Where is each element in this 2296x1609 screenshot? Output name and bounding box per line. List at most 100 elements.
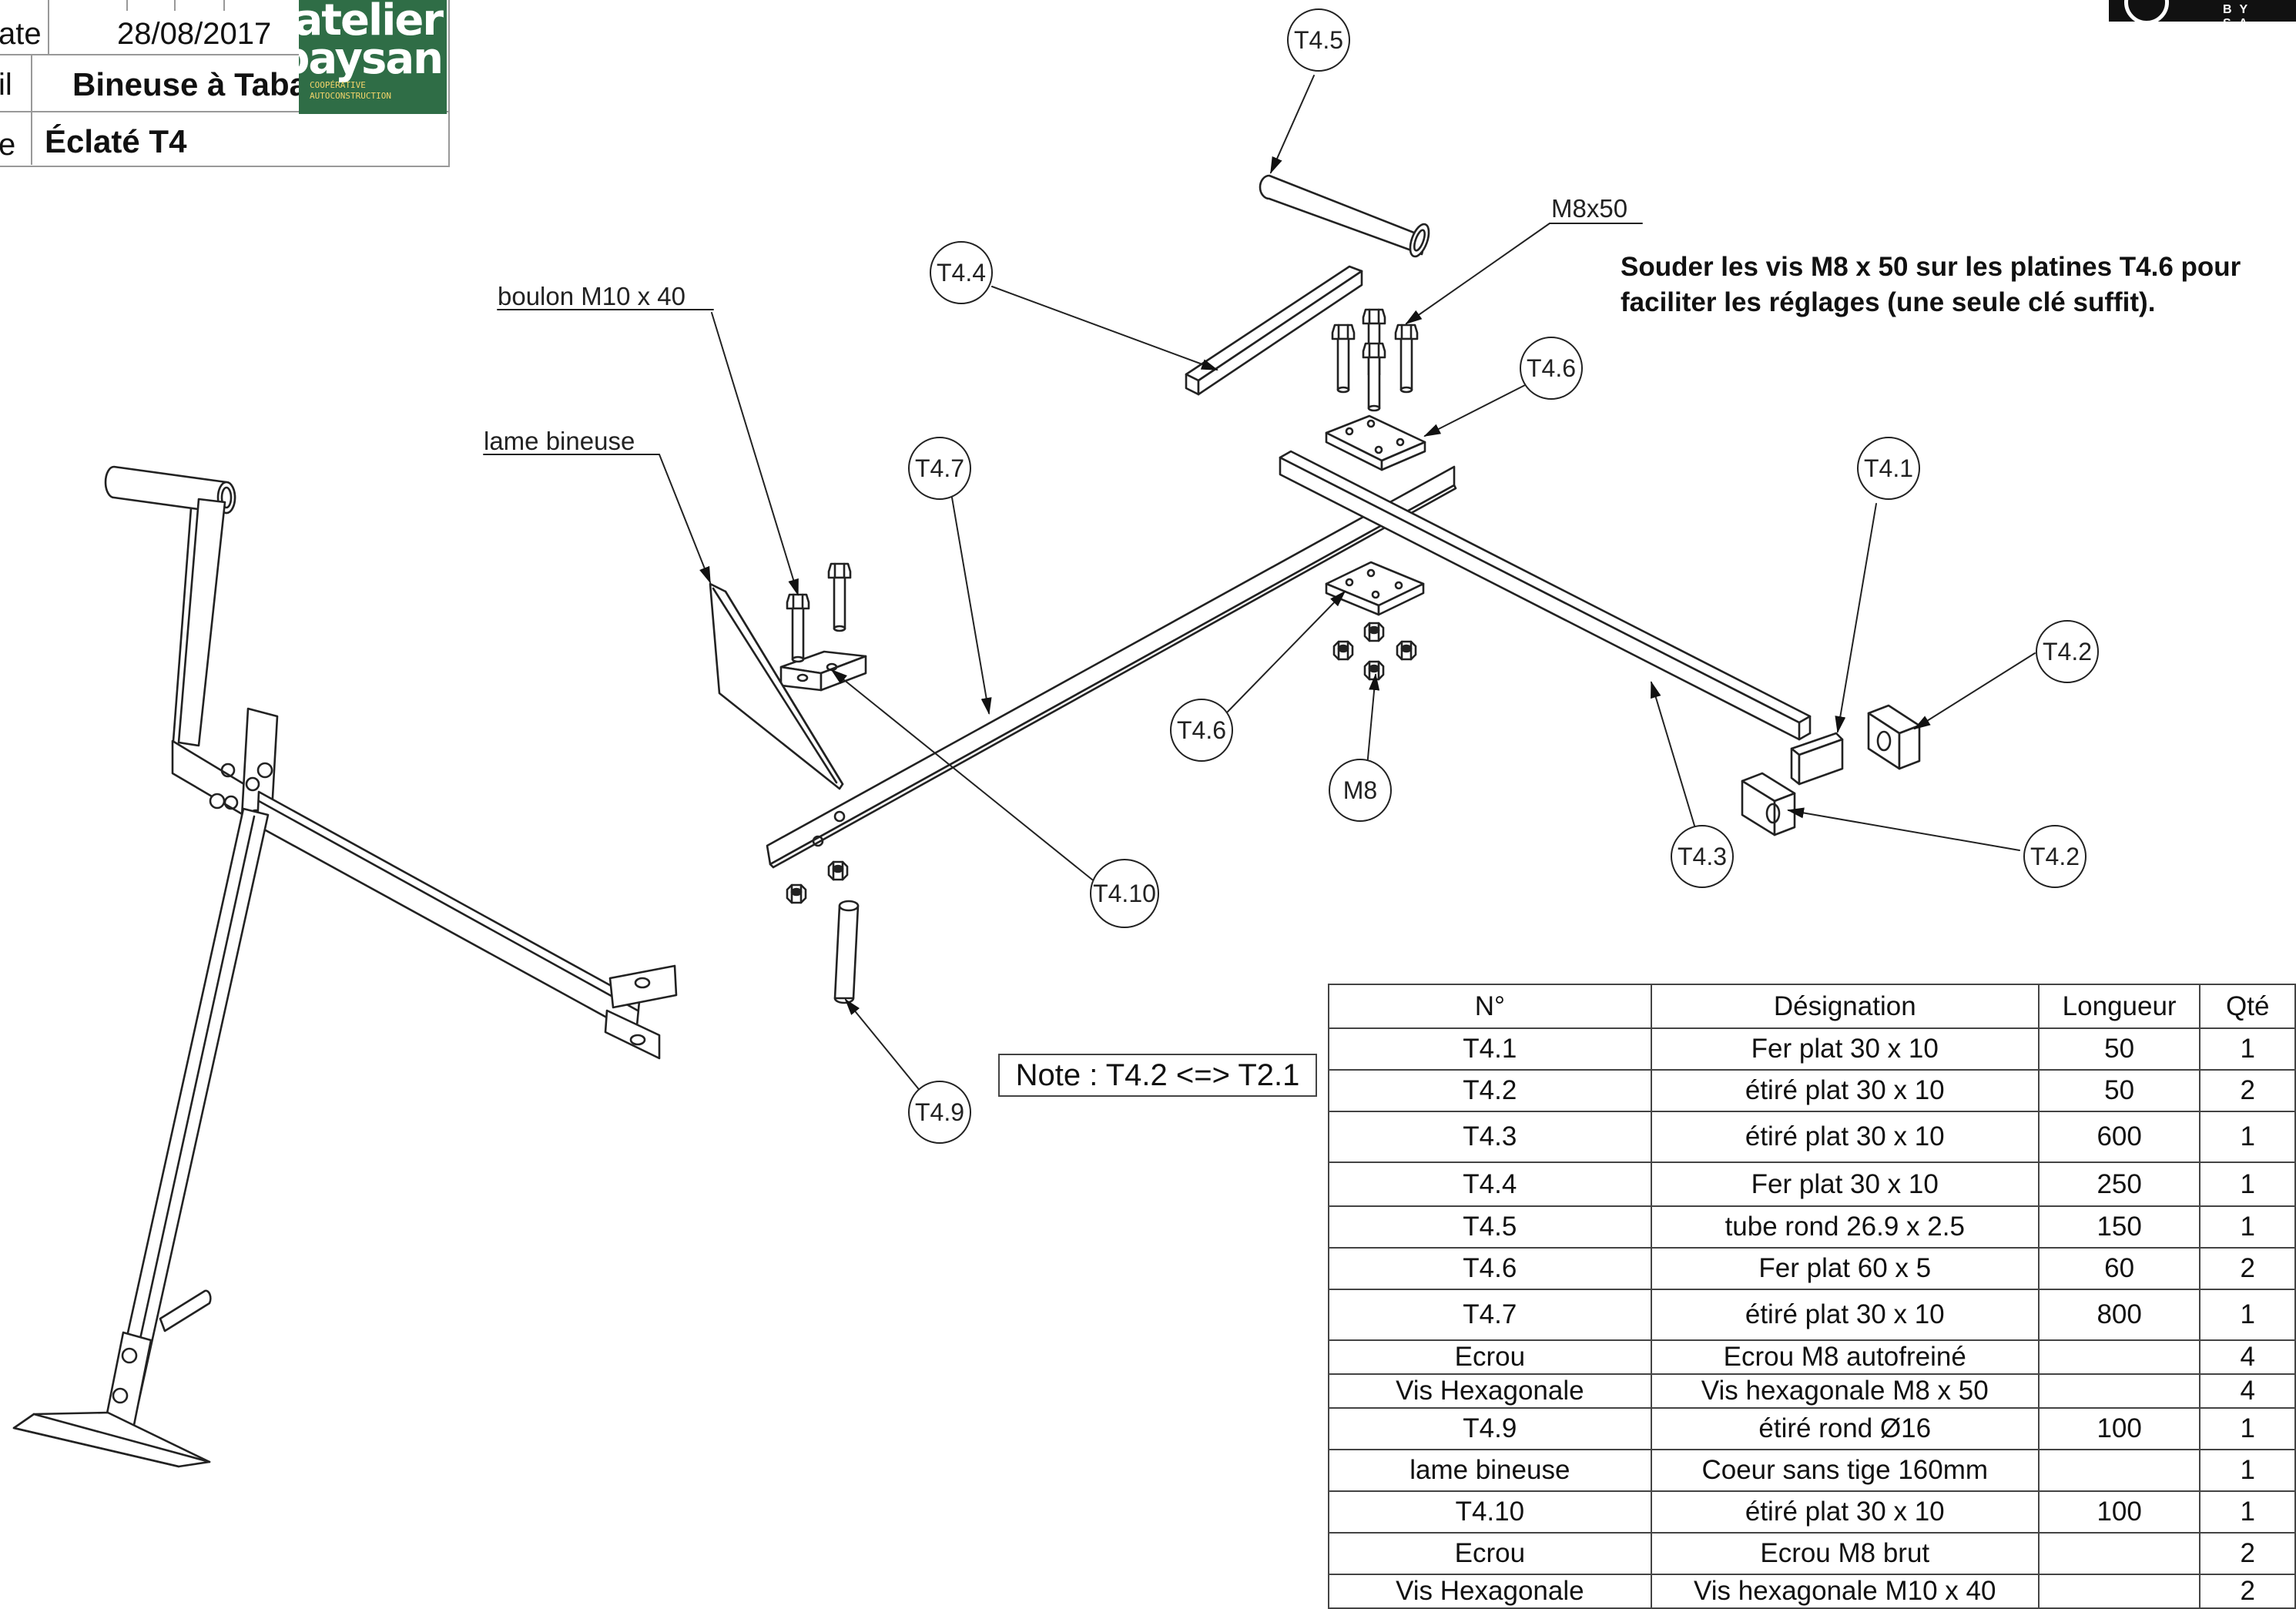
title-block-divider: [31, 55, 32, 165]
table-cell-longueur: 600: [2037, 1111, 2201, 1163]
balloon-t4-1: [1857, 437, 1920, 500]
table-cell-designation: Vis hexagonale M10 x 40: [1650, 1574, 2040, 1609]
table-cell-longueur: 800: [2037, 1289, 2201, 1341]
table-cell-designation: étiré plat 30 x 10: [1650, 1490, 2040, 1534]
part-t4-5-tube: [1259, 174, 1430, 258]
part-t4-6-plate-bottom: [1325, 561, 1425, 616]
table-cell-longueur: 250: [2037, 1161, 2201, 1207]
title-block-divider: [48, 0, 49, 54]
m8-nuts: [1332, 622, 1417, 681]
table-cell-designation: Fer plat 30 x 10: [1650, 1161, 2040, 1207]
tool-label: il: [0, 68, 12, 102]
assembled-hoe: [12, 465, 678, 1468]
balloon-t4-6-top: [1520, 337, 1583, 400]
table-cell-n: T4.5: [1328, 1205, 1652, 1249]
table-cell-designation: Coeur sans tige 160mm: [1650, 1449, 2040, 1492]
table-cell-longueur: [2037, 1449, 2201, 1492]
label-m8x50: M8x50: [1551, 194, 1627, 223]
header-designation: Désignation: [1650, 984, 2040, 1029]
table-cell-designation: Vis hexagonale M8 x 50: [1650, 1373, 2040, 1409]
date-label: ate: [0, 17, 42, 51]
table-cell-designation: étiré plat 30 x 10: [1650, 1111, 2040, 1163]
table-cell-longueur: [2037, 1574, 2201, 1609]
table-cell-n: T4.2: [1328, 1069, 1652, 1112]
balloon-t4-5: [1287, 8, 1350, 72]
balloon-label-t4-6-bottom: T4.6: [1177, 716, 1226, 744]
weld-note-line-2: faciliter les réglages (une seule clé su…: [1621, 287, 2156, 317]
table-cell-qte: 1: [2199, 1205, 2296, 1249]
title-block-view-row: e Éclaté T4: [0, 112, 448, 165]
title-block: ate 28/08/2017 il Bineuse à Tabac e Écla…: [0, 0, 450, 167]
balloon-label-t4-9: T4.9: [915, 1098, 964, 1126]
part-t4-9-rod: [833, 900, 860, 1004]
table-cell-qte: 4: [2199, 1373, 2296, 1409]
table-cell-longueur: 50: [2037, 1069, 2201, 1112]
table-cell-qte: 1: [2199, 1449, 2296, 1492]
part-t4-7-bar: [766, 465, 1457, 869]
tool-value: Bineuse à Tabac: [72, 66, 326, 102]
table-cell-longueur: 50: [2037, 1027, 2201, 1071]
balloon-label-t4-7: T4.7: [915, 454, 964, 482]
table-cell-n: Vis Hexagonale: [1328, 1373, 1652, 1409]
title-block-tool-row: il Bineuse à Tabac: [0, 55, 448, 165]
logo-tagline-2: AUTOCONSTRUCTION: [310, 91, 391, 101]
table-cell-qte: 2: [2199, 1069, 2296, 1112]
table-cell-n: T4.9: [1328, 1407, 1652, 1450]
m10-bolts: [786, 562, 852, 663]
table-cell-designation: Ecrou M8 autofreiné: [1650, 1339, 2040, 1375]
table-cell-designation: étiré plat 30 x 10: [1650, 1289, 2040, 1341]
date-value: 28/08/2017: [117, 17, 272, 51]
title-block-divider: [223, 0, 225, 11]
table-cell-longueur: [2037, 1373, 2201, 1409]
table-cell-n: Ecrou: [1328, 1532, 1652, 1575]
part-t4-10-bracket: [779, 650, 867, 692]
logo-line-1: l'atelier: [299, 0, 444, 45]
logo-line-2: paysan: [299, 34, 444, 84]
balloon-t4-2-a: [2036, 620, 2099, 683]
balloon-m8: [1329, 759, 1392, 822]
part-t4-1-block: [1790, 732, 1844, 786]
title-block-divider: [174, 0, 176, 11]
table-cell-qte: 2: [2199, 1574, 2296, 1609]
balloon-t4-4: [930, 241, 993, 304]
table-cell-qte: 1: [2199, 1161, 2296, 1207]
part-t4-3-bar: [1279, 450, 1812, 741]
part-t4-2-block-upper: [1867, 704, 1921, 770]
balloon-labels: T4.5 T4.4 T4.6 T4.7 T4.1 T4.2 T4.6 M8 T4…: [915, 26, 2092, 1126]
part-t4-2-block-lower: [1741, 772, 1796, 836]
balloon-circles: [908, 8, 2099, 1144]
table-cell-designation: étiré rond Ø16: [1650, 1407, 2040, 1450]
table-cell-qte: 4: [2199, 1339, 2296, 1375]
part-labels: boulon M10 x 40 lame bineuse M8x50: [484, 194, 1627, 455]
balloon-t4-6-bottom: [1170, 699, 1233, 762]
table-cell-n: lame bineuse: [1328, 1449, 1652, 1492]
atelier-paysan-logo: l'atelier paysan COOPÉRATIVEAUTOCONSTRUC…: [299, 0, 447, 114]
leader-lines: [483, 75, 2036, 1093]
title-block-divider: [126, 0, 128, 11]
table-cell-longueur: 150: [2037, 1205, 2201, 1249]
label-lame-bineuse: lame bineuse: [484, 427, 635, 455]
table-cell-longueur: 60: [2037, 1247, 2201, 1290]
table-cell-n: T4.7: [1328, 1289, 1652, 1341]
table-cell-qte: 1: [2199, 1111, 2296, 1163]
table-cell-qte: 2: [2199, 1532, 2296, 1575]
header-qte: Qté: [2199, 984, 2296, 1029]
table-cell-designation: Fer plat 60 x 5: [1650, 1247, 2040, 1290]
cc-license-text: BY SA: [2223, 3, 2256, 30]
m8x50-bolts: [1331, 308, 1419, 412]
balloon-t4-3: [1671, 825, 1734, 888]
note-box: Note : T4.2 <=> T2.1: [998, 1054, 1317, 1097]
balloon-label-t4-4: T4.4: [937, 259, 986, 287]
table-cell-designation: étiré plat 30 x 10: [1650, 1069, 2040, 1112]
weld-instruction-note: Souder les vis M8 x 50 sur les platines …: [1621, 250, 2241, 320]
table-cell-n: T4.10: [1328, 1490, 1652, 1534]
table-cell-designation: tube rond 26.9 x 2.5: [1650, 1205, 2040, 1249]
